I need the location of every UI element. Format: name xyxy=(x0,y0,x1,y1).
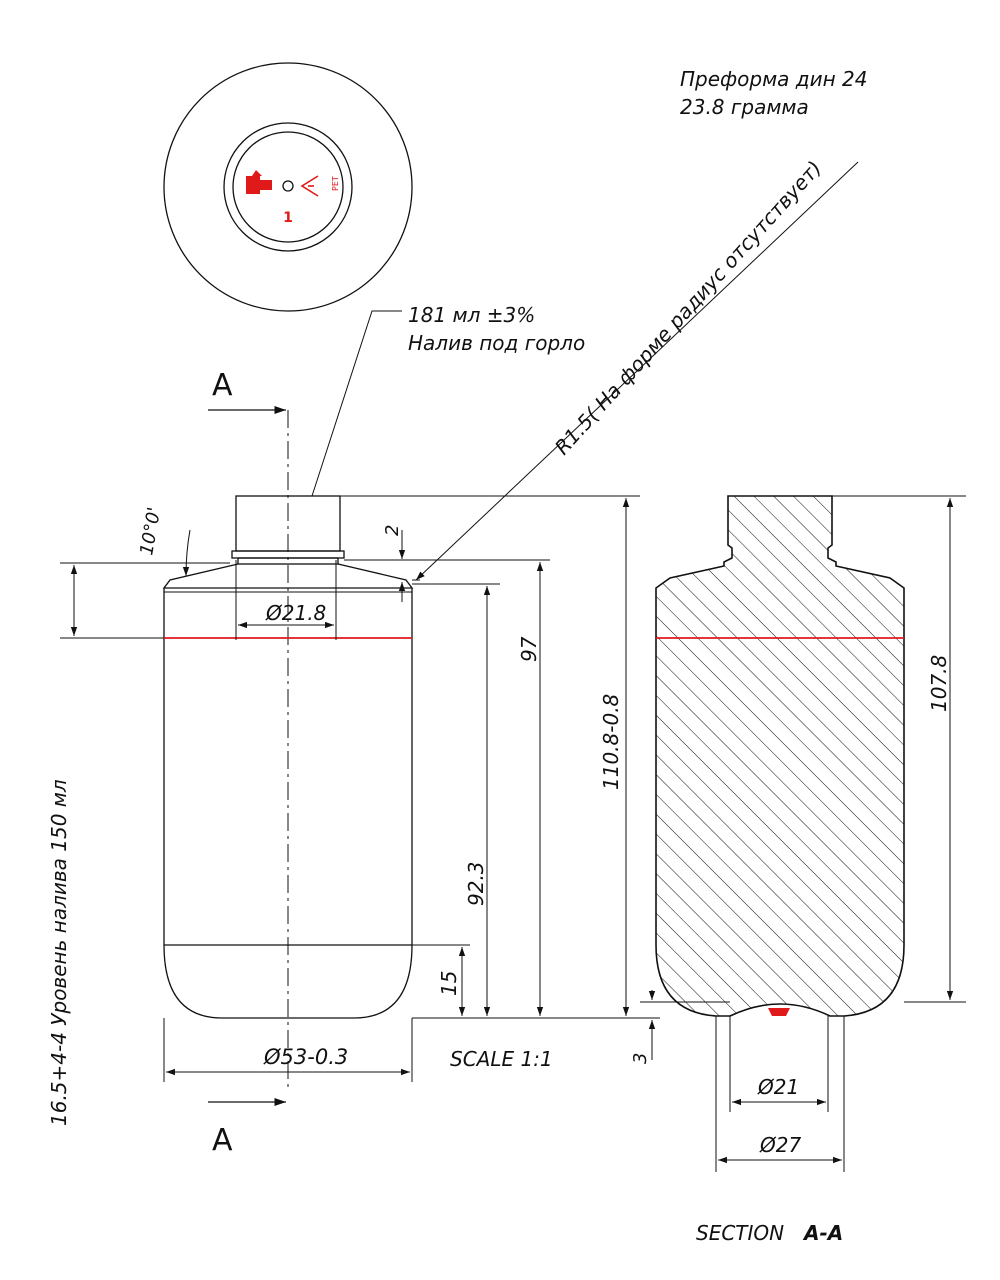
angle-arc xyxy=(182,529,191,577)
volume-note-line1: 181 мл ±3% xyxy=(408,303,535,327)
preform-note-line2: 23.8 грамма xyxy=(680,95,809,119)
d-neck-label: Ø21.8 xyxy=(265,601,326,625)
volume-note-line2: Налив под горло xyxy=(408,331,585,355)
d-body-label: Ø53-0.3 xyxy=(263,1045,348,1069)
d21-label: Ø21 xyxy=(757,1075,799,1099)
dim-15-label: 15 xyxy=(437,971,461,996)
top-view-neck-circle xyxy=(223,122,353,252)
top-view-inner-circle xyxy=(232,131,344,243)
mold-number: 1 xyxy=(283,210,293,226)
section-word: SECTION xyxy=(696,1221,784,1245)
scale-label: SCALE 1:1 xyxy=(450,1047,553,1071)
neck-ring xyxy=(231,550,345,559)
radius-leader xyxy=(415,161,859,581)
section-view: 107.8 3 Ø21 Ø27 SECTION A-A xyxy=(630,495,966,1245)
fill-level-label: 16.5+4-4 Уровень налива 150 мл xyxy=(47,779,71,1126)
pet-triangle-icon: PET xyxy=(300,175,340,197)
dim-97-label: 97 xyxy=(517,636,541,662)
shoulder xyxy=(162,563,414,589)
cut-label-top: A xyxy=(212,368,233,403)
cut-label-bottom: A xyxy=(212,1123,233,1158)
preform-note-line1: Преформа дин 24 xyxy=(680,67,867,91)
volume-leader xyxy=(311,310,402,497)
top-view-outer-circle xyxy=(163,62,413,312)
angle-label: 10°0' xyxy=(136,506,165,557)
body-outline xyxy=(163,588,413,1019)
side-view: A A 10°0' Ø21.8 Ø53-0.3 xyxy=(47,368,660,1158)
dim-2-label: 2 xyxy=(382,525,403,536)
dim-110-8-label: 110.8-0.8 xyxy=(599,694,623,790)
dim-3-label: 3 xyxy=(630,1053,651,1064)
neck-collar xyxy=(237,557,339,565)
top-view: PET 1 xyxy=(163,62,413,312)
d27-label: Ø27 xyxy=(759,1133,801,1157)
section-hatched-profile xyxy=(655,495,905,1017)
svg-text:PET: PET xyxy=(331,176,340,191)
section-id: A-A xyxy=(802,1221,843,1245)
section-gate-mark-icon xyxy=(768,1008,790,1016)
dim-92-3-label: 92.3 xyxy=(464,861,488,906)
top-view-gate-circle xyxy=(282,180,294,192)
recycle-mark-icon xyxy=(246,170,272,194)
dim-107-8-label: 107.8 xyxy=(927,655,951,712)
